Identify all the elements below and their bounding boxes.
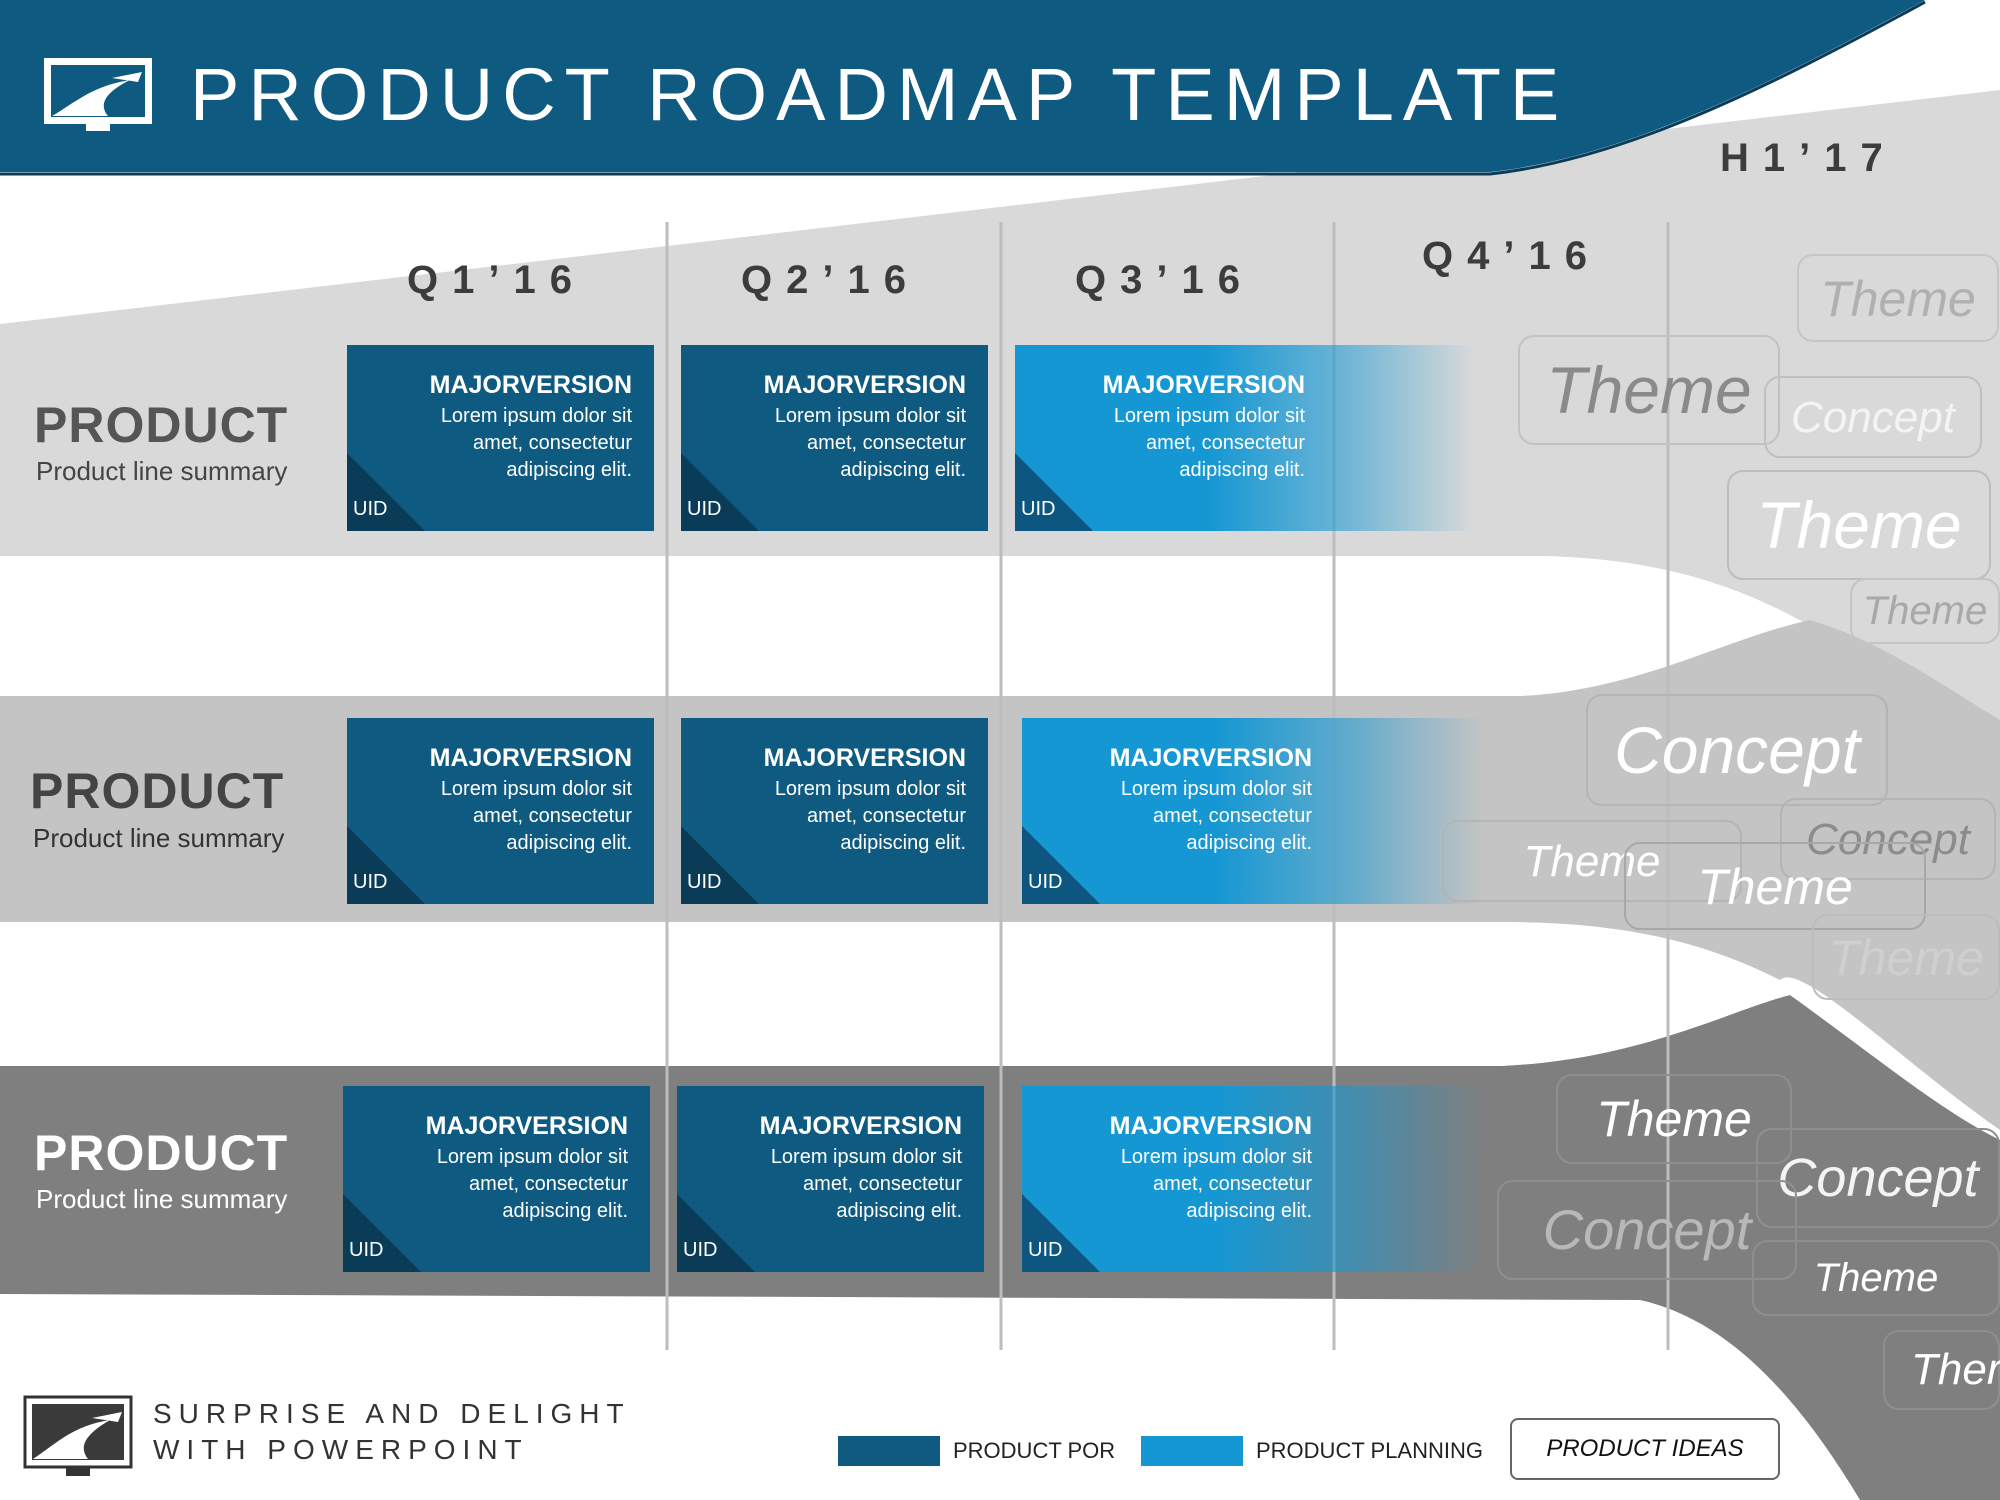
- legend-swatch-por: [838, 1436, 940, 1466]
- product-row-summary: Product line summary: [33, 823, 285, 853]
- footer-logo-icon: [23, 1395, 133, 1476]
- card-title: MAJORVERSION: [1102, 371, 1305, 399]
- card-body: Lorem ipsum dolor sit amet, consectetur …: [770, 1146, 962, 1222]
- roadmap-card-por[interactable]: MAJORVERSION Lorem ipsum dolor sit amet,…: [347, 718, 654, 904]
- roadmap-card-por[interactable]: MAJORVERSION Lorem ipsum dolor sit amet,…: [343, 1086, 650, 1272]
- card-body: Lorem ipsum dolor sit amet, consectetur …: [1120, 778, 1312, 854]
- card-uid: UID: [349, 1239, 384, 1261]
- card-body: Lorem ipsum dolor sit amet, consectetur …: [774, 778, 966, 854]
- lane-gap-2: [0, 922, 1790, 1066]
- roadmap-card-planning[interactable]: MAJORVERSION Lorem ipsum dolor sit amet,…: [1022, 718, 1482, 904]
- card-uid: UID: [687, 498, 722, 520]
- page-title: PRODUCT ROADMAP TEMPLATE: [190, 53, 1569, 136]
- product-row-title: PRODUCT: [34, 397, 289, 453]
- legend-label-por: PRODUCT POR: [953, 1438, 1116, 1463]
- card-body: Lorem ipsum dolor sit amet, consectetur …: [440, 405, 632, 481]
- card-body: Lorem ipsum dolor sit amet, consectetur …: [440, 778, 632, 854]
- card-title: MAJORVERSION: [1109, 744, 1312, 772]
- column-label-h1: H1’17: [1720, 136, 1897, 180]
- card-corner-decoration: [677, 1194, 755, 1272]
- roadmap-card-por[interactable]: MAJORVERSION Lorem ipsum dolor sit amet,…: [681, 345, 988, 531]
- card-uid: UID: [1028, 1239, 1063, 1261]
- card-uid: UID: [1021, 498, 1056, 520]
- idea-tag-theme[interactable]: Theme: [1518, 335, 1780, 445]
- header-logo-icon: [44, 58, 152, 131]
- card-title: MAJORVERSION: [429, 371, 632, 399]
- column-label-q4: Q4’16: [1422, 234, 1601, 278]
- card-title: MAJORVERSION: [425, 1112, 628, 1140]
- product-row-summary: Product line summary: [36, 456, 288, 486]
- idea-tag-theme[interactable]: Theme: [1812, 914, 2000, 1000]
- card-corner-decoration: [347, 453, 425, 531]
- idea-tag-concept[interactable]: Concept: [1497, 1180, 1797, 1280]
- idea-tag-theme[interactable]: Theme: [1752, 1240, 2000, 1316]
- idea-tag-theme[interactable]: Theme: [1850, 578, 2000, 644]
- card-corner-decoration: [1015, 453, 1093, 531]
- card-body: Lorem ipsum dolor sit amet, consectetur …: [1120, 1146, 1312, 1222]
- legend-swatch-planning: [1141, 1436, 1243, 1466]
- card-uid: UID: [353, 871, 388, 893]
- card-body: Lorem ipsum dolor sit amet, consectetur …: [774, 405, 966, 481]
- card-title: MAJORVERSION: [429, 744, 632, 772]
- idea-tag-theme[interactable]: Theme: [1727, 470, 1991, 580]
- column-label-q1: Q1’16: [407, 258, 586, 302]
- roadmap-card-planning[interactable]: MAJORVERSION Lorem ipsum dolor sit amet,…: [1015, 345, 1475, 531]
- idea-tag-concept[interactable]: Concept: [1780, 798, 1996, 880]
- card-uid: UID: [353, 498, 388, 520]
- roadmap-card-planning[interactable]: MAJORVERSION Lorem ipsum dolor sit amet,…: [1022, 1086, 1482, 1272]
- idea-tag-concept[interactable]: Concept: [1756, 1128, 2000, 1228]
- lane-gap-1: [0, 556, 1760, 696]
- roadmap-card-por[interactable]: MAJORVERSION Lorem ipsum dolor sit amet,…: [677, 1086, 984, 1272]
- column-label-q3: Q3’16: [1075, 258, 1254, 302]
- card-title: MAJORVERSION: [759, 1112, 962, 1140]
- card-body: Lorem ipsum dolor sit amet, consectetur …: [436, 1146, 628, 1222]
- card-corner-decoration: [343, 1194, 421, 1272]
- header-band: [0, 0, 1925, 172]
- idea-tag-concept[interactable]: Concept: [1586, 694, 1888, 806]
- card-corner-decoration: [681, 826, 759, 904]
- card-corner-decoration: [347, 826, 425, 904]
- idea-tag-concept[interactable]: Concept: [1764, 376, 1982, 458]
- card-corner-decoration: [1022, 1194, 1100, 1272]
- header-underline: [0, 0, 1926, 176]
- legend-product-ideas: PRODUCT IDEAS: [1510, 1418, 1780, 1480]
- idea-tag-theme[interactable]: Theme: [1556, 1074, 1792, 1164]
- idea-tag-theme[interactable]: Theme: [1624, 842, 1926, 930]
- card-body: Lorem ipsum dolor sit amet, consectetur …: [1113, 405, 1305, 481]
- card-title: MAJORVERSION: [1109, 1112, 1312, 1140]
- card-uid: UID: [687, 871, 722, 893]
- card-corner-decoration: [681, 453, 759, 531]
- roadmap-card-por[interactable]: MAJORVERSION Lorem ipsum dolor sit amet,…: [681, 718, 988, 904]
- product-row-title: PRODUCT: [34, 1125, 289, 1181]
- idea-tag-theme[interactable]: Theme: [1797, 254, 1999, 342]
- product-row-title: PRODUCT: [30, 763, 285, 819]
- column-label-q2: Q2’16: [741, 258, 920, 302]
- idea-tag-theme-partial[interactable]: Ther: [1883, 1330, 2000, 1410]
- roadmap-card-por[interactable]: MAJORVERSION Lorem ipsum dolor sit amet,…: [347, 345, 654, 531]
- card-uid: UID: [683, 1239, 718, 1261]
- card-title: MAJORVERSION: [763, 371, 966, 399]
- card-uid: UID: [1028, 871, 1063, 893]
- footer-tagline-line2: WITH POWERPOINT: [153, 1434, 529, 1465]
- legend-label-planning: PRODUCT PLANNING: [1256, 1438, 1483, 1463]
- product-row-summary: Product line summary: [36, 1184, 288, 1214]
- footer-tagline-line1: SURPRISE AND DELIGHT: [153, 1398, 631, 1429]
- card-corner-decoration: [1022, 826, 1100, 904]
- card-title: MAJORVERSION: [763, 744, 966, 772]
